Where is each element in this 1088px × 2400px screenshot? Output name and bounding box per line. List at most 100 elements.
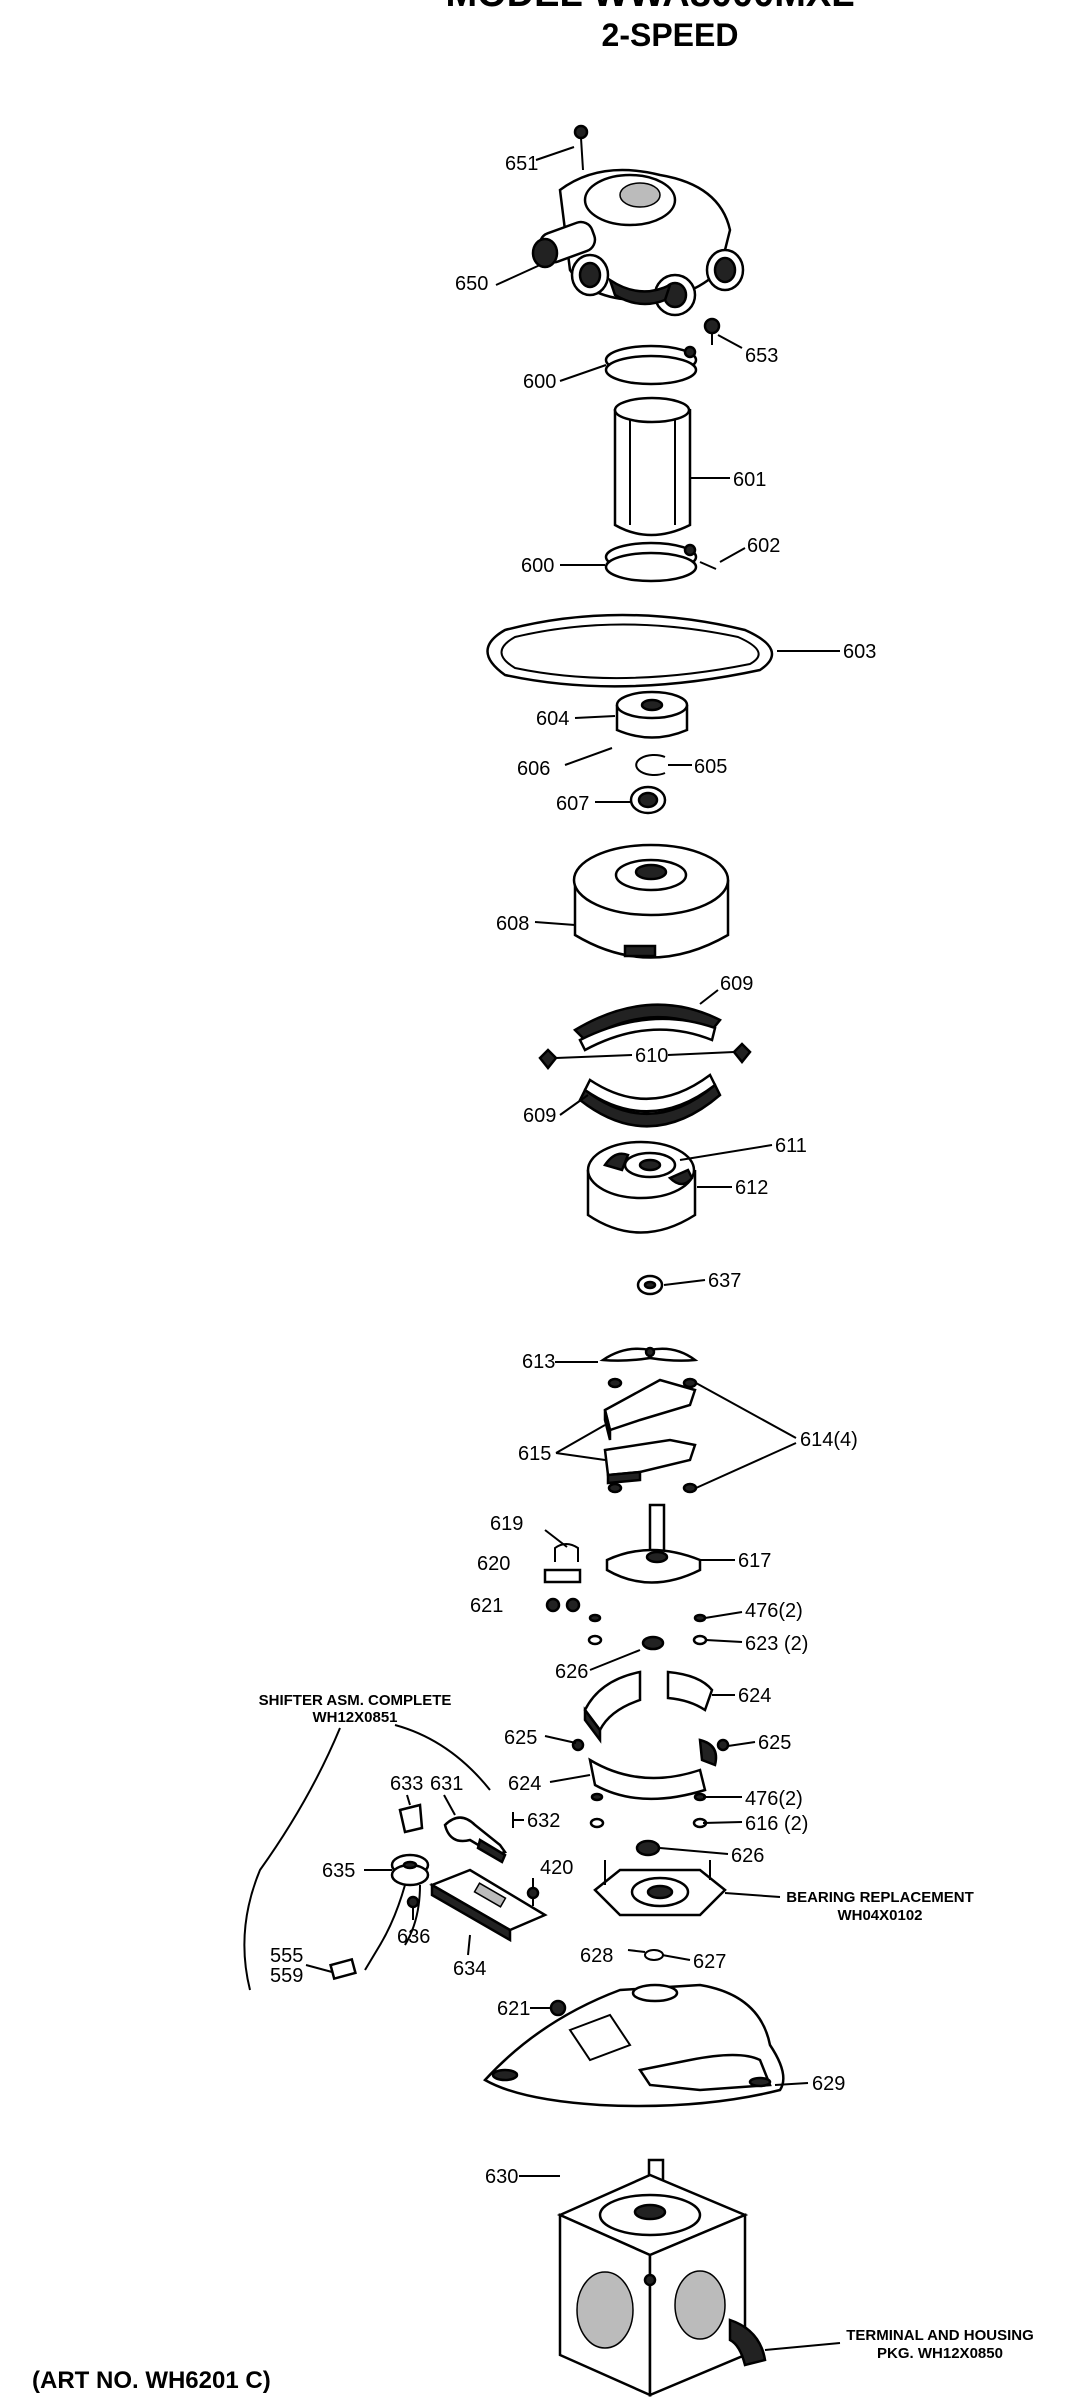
label-620: 620 [477, 1553, 510, 1575]
label-604: 604 [536, 708, 569, 730]
part-637-nut [636, 1274, 664, 1296]
part-617-shaft [605, 1503, 702, 1584]
part-615-brackets [603, 1378, 697, 1485]
label-610: 610 [635, 1045, 668, 1067]
part-613-link [599, 1346, 699, 1362]
label-602: 602 [747, 535, 780, 557]
label-637: 637 [708, 1270, 741, 1292]
label-625b: 625 [758, 1732, 791, 1754]
label-601: 601 [733, 469, 766, 491]
part-606-key [564, 747, 613, 766]
label-653: 653 [745, 345, 778, 367]
label-609b: 609 [523, 1105, 556, 1127]
terminal-note: TERMINAL AND HOUSING PKG. WH12X0850 [846, 2327, 1034, 2362]
label-616: 616 (2) [745, 1813, 808, 1835]
diagram-model-title: MODEL WWA8000MXL [446, 0, 855, 15]
bearing-note-part: WH04X0102 [837, 1907, 922, 1924]
label-607: 607 [556, 793, 589, 815]
label-626b: 626 [731, 1845, 764, 1867]
label-420: 420 [540, 1857, 573, 1879]
label-614: 614(4) [800, 1429, 858, 1451]
label-600a: 600 [523, 371, 556, 393]
part-619-clip [554, 1543, 579, 1562]
shifter-note-part: WH12X0851 [312, 1709, 397, 1726]
label-633: 633 [390, 1773, 423, 1795]
part-631-shift-lever [443, 1816, 508, 1864]
terminal-note-title: TERMINAL AND HOUSING [846, 2327, 1034, 2344]
part-600-clamp-lower [604, 541, 698, 583]
part-651-screw [573, 124, 589, 171]
label-555: 555 [270, 1945, 303, 1967]
label-651: 651 [505, 153, 538, 175]
label-605: 605 [694, 756, 727, 778]
label-627: 627 [693, 1951, 726, 1973]
part-612-clutch [586, 1140, 697, 1234]
part-629-base-plate [483, 1983, 785, 2108]
part-labels: 651 650 653 600 601 600 602 603 604 606 … [270, 153, 876, 2188]
leader-lines [305, 146, 841, 2351]
part-620-plate [543, 1568, 582, 1584]
part-610-pads [538, 1042, 752, 1071]
diagram-speed-title: 2-SPEED [602, 17, 739, 53]
label-619: 619 [490, 1513, 523, 1535]
part-624-housing-upper [583, 1670, 714, 1744]
label-630: 630 [485, 2166, 518, 2188]
label-625a: 625 [504, 1727, 537, 1749]
part-601-hose [613, 396, 692, 537]
art-number: (ART NO. WH6201 C) [32, 2367, 271, 2394]
label-624a: 624 [738, 1685, 771, 1707]
shifter-group-bracket [243, 1724, 491, 1991]
label-636: 636 [397, 1926, 430, 1948]
part-621-balls [545, 1597, 581, 1613]
label-628: 628 [580, 1945, 613, 1967]
shifter-note: SHIFTER ASM. COMPLETE WH12X0851 [259, 1692, 452, 1726]
label-612: 612 [735, 1177, 768, 1199]
part-630-motor [556, 2158, 767, 2397]
part-608-drum [572, 843, 730, 959]
part-609-shoe-lower [578, 1073, 722, 1128]
label-600b: 600 [521, 555, 554, 577]
part-628-ring [644, 1949, 664, 1961]
label-615: 615 [518, 1443, 551, 1465]
part-603-belt [486, 613, 774, 688]
label-621a: 621 [470, 1595, 503, 1617]
part-609-shoe-upper [572, 1003, 722, 1052]
part-420-screw [526, 1886, 540, 1906]
part-633-cam [398, 1803, 424, 1834]
bearing-note: BEARING REPLACEMENT WH04X0102 [786, 1889, 974, 1924]
label-476b: 476(2) [745, 1788, 803, 1810]
label-606: 606 [517, 758, 550, 780]
label-629: 629 [812, 2073, 845, 2095]
label-635: 635 [322, 1860, 355, 1882]
label-621b: 621 [497, 1998, 530, 2020]
part-607-bearing [629, 785, 667, 815]
part-626-spacer-lower [635, 1839, 661, 1857]
part-635-pulley [390, 1853, 430, 1887]
label-650: 650 [455, 273, 488, 295]
label-631: 631 [430, 1773, 463, 1795]
label-608: 608 [496, 913, 529, 935]
shifter-note-title: SHIFTER ASM. COMPLETE [259, 1692, 452, 1709]
label-624b: 624 [508, 1773, 541, 1795]
label-617: 617 [738, 1550, 771, 1572]
label-632: 632 [527, 1810, 560, 1832]
part-626-spacer-upper [641, 1635, 665, 1651]
part-602-screw [699, 561, 717, 570]
label-634: 634 [453, 1958, 486, 1980]
label-559: 559 [270, 1965, 303, 1987]
bearing-note-title: BEARING REPLACEMENT [786, 1889, 974, 1906]
part-627-bearing-plate [593, 1860, 727, 1917]
part-621-ball-lower [549, 1999, 567, 2017]
part-634-bracket [429, 1868, 548, 1943]
label-613: 613 [522, 1351, 555, 1373]
part-605-ring [635, 754, 666, 776]
label-611: 611 [775, 1135, 807, 1157]
label-623: 623 (2) [745, 1633, 808, 1655]
label-603: 603 [843, 641, 876, 663]
part-650-pump [531, 168, 745, 317]
part-636-clip [406, 1895, 420, 1909]
part-653-screw [703, 317, 721, 345]
label-609a: 609 [720, 973, 753, 995]
part-604-pulley [615, 690, 689, 739]
part-600-clamp-upper [604, 344, 698, 386]
